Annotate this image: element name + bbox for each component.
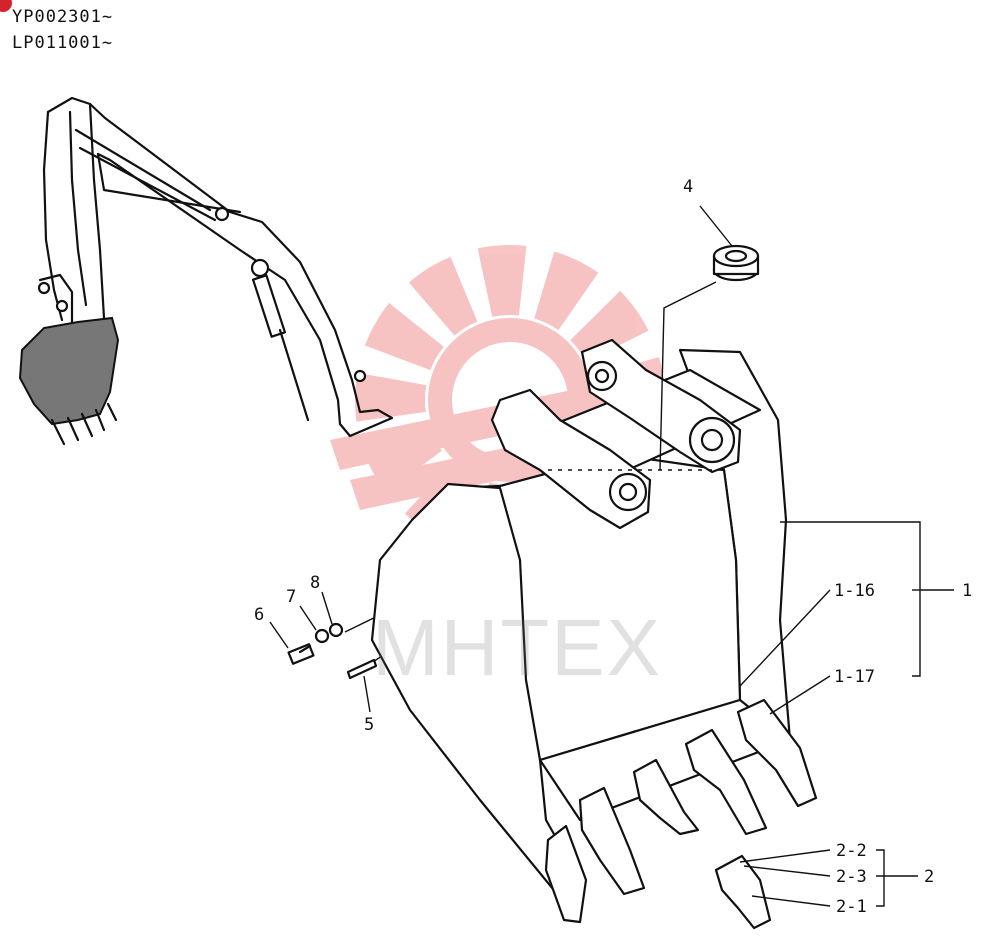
serial-range-line-2: LP011001~ [12, 33, 114, 53]
bushing-part-4 [712, 244, 760, 282]
callout-2: 2 [924, 867, 934, 887]
tooth-detail-part-2 [714, 854, 772, 930]
bolt-part-6 [287, 643, 315, 665]
excavator-overview-illustration [18, 96, 394, 446]
callout-1-16: 1-16 [834, 581, 875, 601]
callout-2-1: 2-1 [836, 897, 867, 917]
callout-8: 8 [310, 573, 320, 593]
watermark-text: MHTEX [372, 603, 662, 692]
callout-1: 1 [962, 581, 972, 601]
callout-5: 5 [364, 715, 374, 735]
serial-range-line-1: YP002301~ [12, 7, 114, 27]
callout-7: 7 [286, 587, 296, 607]
callout-4: 4 [683, 177, 693, 197]
corner-badge [0, 0, 12, 12]
callout-6: 6 [254, 605, 264, 625]
leader-lines [269, 205, 954, 907]
bucket-teeth [544, 698, 818, 924]
callout-2-3: 2-3 [836, 867, 867, 887]
callout-2-2: 2-2 [836, 841, 867, 861]
washer-part-8 [328, 622, 344, 638]
washer-part-7 [314, 628, 330, 644]
callout-1-17: 1-17 [834, 667, 875, 687]
pin-part-5 [346, 658, 378, 680]
